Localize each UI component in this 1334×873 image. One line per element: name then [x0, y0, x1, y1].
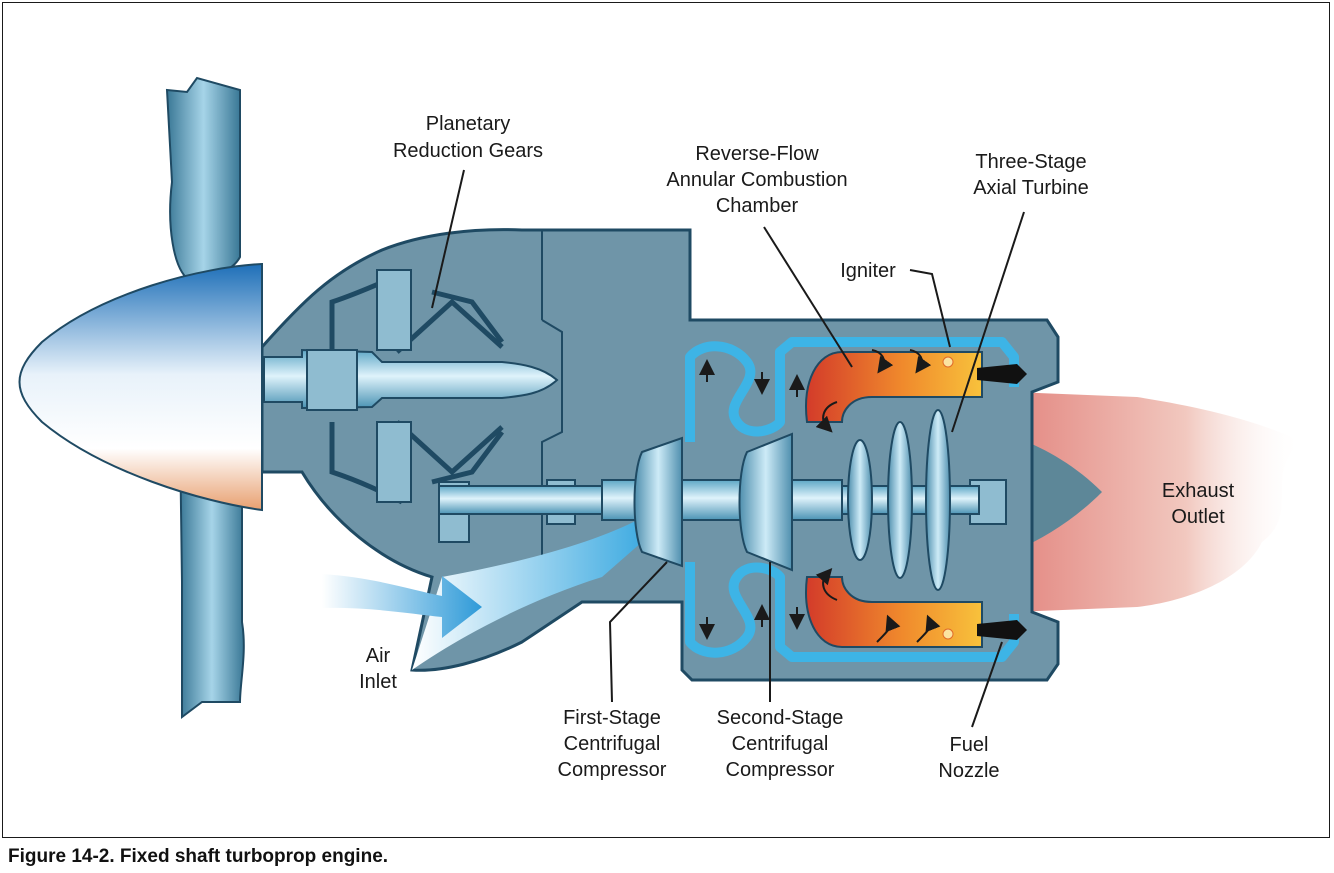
- label-combustion-3: Chamber: [716, 195, 799, 217]
- label-turbine-1: Three-Stage: [975, 151, 1086, 173]
- label-exhaust-2: Outlet: [1171, 506, 1225, 528]
- label-combustion-2: Annular Combustion: [666, 169, 847, 191]
- label-combustion-1: Reverse-Flow: [695, 143, 819, 165]
- label-planetary-1: Planetary: [426, 113, 511, 135]
- leader-igniter: [909, 269, 951, 348]
- fuel-nozzle-bottom: [977, 620, 1027, 640]
- label-first-1: First-Stage: [563, 707, 661, 729]
- label-air-2: Inlet: [359, 671, 397, 693]
- label-second-3: Compressor: [726, 759, 835, 781]
- label-igniter: Igniter: [840, 260, 896, 282]
- combustion-chamber: [805, 351, 1027, 648]
- leader-combustion: [763, 226, 853, 368]
- label-planetary-2: Reduction Gears: [393, 140, 543, 162]
- label-second-1: Second-Stage: [717, 707, 844, 729]
- label-first-3: Compressor: [558, 759, 667, 781]
- leader-lines: [431, 169, 1025, 728]
- label-first-2: Centrifugal: [564, 733, 661, 755]
- label-air-1: Air: [366, 645, 391, 667]
- fuel-tip-icon: [942, 628, 954, 640]
- igniter-tip-icon: [942, 356, 954, 368]
- turbine-disc-1: [847, 439, 873, 561]
- second-stage-impeller: [738, 432, 793, 572]
- diagram-labels: Planetary Reduction Gears Reverse-Flow A…: [359, 113, 1234, 782]
- leader-turbine: [951, 211, 1025, 433]
- flow-arrows: [699, 349, 941, 643]
- propeller-blade-top: [165, 76, 241, 284]
- propeller: [18, 76, 263, 719]
- label-turbine-2: Axial Turbine: [973, 177, 1089, 199]
- leader-first: [608, 561, 668, 703]
- turbine-disc-3: [925, 409, 951, 591]
- leader-fuel: [971, 641, 1003, 728]
- air-inlet-arrow-icon: [322, 574, 482, 638]
- turbine-stages: [847, 409, 951, 591]
- figure-caption: Figure 14-2. Fixed shaft turboprop engin…: [8, 846, 389, 867]
- leader-planetary: [431, 169, 465, 309]
- compressor-ducts: [685, 337, 1019, 662]
- turbine-disc-2: [887, 421, 913, 579]
- fuel-nozzle-top: [977, 364, 1027, 384]
- label-fuel-2: Nozzle: [938, 760, 999, 782]
- propeller-spinner: [18, 262, 263, 512]
- label-fuel-1: Fuel: [950, 734, 989, 756]
- label-second-2: Centrifugal: [732, 733, 829, 755]
- turboprop-diagram: Planetary Reduction Gears Reverse-Flow A…: [2, 2, 1330, 838]
- shaft-coupling: [306, 349, 358, 411]
- air-inlet-flow: [412, 512, 652, 670]
- label-exhaust-1: Exhaust: [1162, 480, 1235, 502]
- first-stage-impeller: [633, 436, 683, 568]
